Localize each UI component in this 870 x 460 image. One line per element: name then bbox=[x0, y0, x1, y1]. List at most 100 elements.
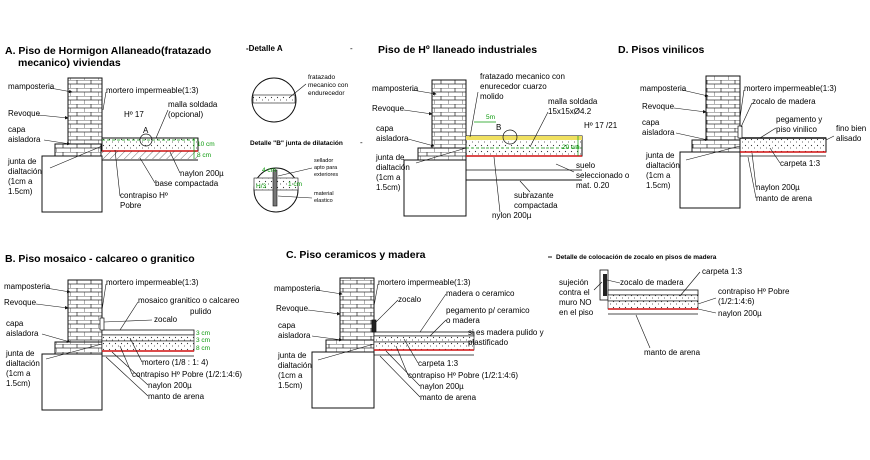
panel-a-title-line2: mecanico) viviendas bbox=[18, 57, 121, 69]
panel-d-label-capa2: aisladora bbox=[642, 128, 675, 137]
panel-c-wall bbox=[339, 277, 375, 341]
panel-industrial-label-suelo3: mat. 0.20 bbox=[576, 181, 610, 190]
panel-a-label-junta4: 1.5cm) bbox=[8, 187, 33, 196]
panel-c-label-junta1: junta de bbox=[277, 351, 307, 360]
detalle-b-label3: exteriores bbox=[314, 172, 338, 178]
panel-b-footing bbox=[41, 353, 103, 411]
panel-industrial-label-sub1: subrazante bbox=[514, 191, 554, 200]
panel-c-label-carpeta: carpeta 1:3 bbox=[418, 359, 459, 368]
panel-c-label-si1: si es madera pulido y bbox=[468, 328, 544, 337]
detalle-b-dim3: H/3 bbox=[256, 183, 267, 190]
panel-detalle-b: Detalle "B" junta de dilatación - 4 cm 1… bbox=[250, 138, 363, 213]
panel-zocalo-title: Detalle de colocación de zocalo en pisos… bbox=[556, 254, 717, 261]
panel-industrial-title: Piso de Hº llaneado industriales bbox=[378, 44, 537, 56]
panel-zocalo-label-contrapiso1: contrapiso Hº Pobre bbox=[718, 287, 790, 296]
panel-industrial-label-suelo1: suelo bbox=[576, 161, 596, 170]
panel-zocalo-carpeta bbox=[607, 294, 699, 302]
panel-zocalo-skirting bbox=[603, 274, 607, 296]
panel-zocalo-detail: Detalle de colocación de zocalo en pisos… bbox=[548, 254, 790, 357]
panel-b-label-junta4: 1.5cm) bbox=[6, 379, 31, 388]
panel-d-label-pega2: piso vinilico bbox=[776, 125, 817, 134]
panel-zocalo-label-naylon: naylon 200µ bbox=[718, 309, 762, 318]
panel-zocalo-label-suj2: contra el bbox=[559, 288, 590, 297]
detalle-a-label2: mecanico con bbox=[308, 82, 348, 89]
panel-industrial-label-capa2: aisladora bbox=[376, 134, 409, 143]
panel-zocalo-label-arena: manto de arena bbox=[644, 348, 701, 357]
panel-b-label-junta1: junta de bbox=[5, 349, 35, 358]
panel-d-label-mortero: mortero impermeable(1:3) bbox=[744, 84, 837, 93]
panel-d-label-junta1: junta de bbox=[645, 151, 675, 160]
panel-c-contrapiso bbox=[373, 341, 475, 351]
panel-c-label-capa2: aisladora bbox=[278, 331, 311, 340]
panel-c-title: C. Piso ceramicos y madera bbox=[286, 249, 426, 261]
detalle-b-dim2: 1 cm bbox=[288, 181, 302, 188]
panel-d-slab bbox=[739, 137, 827, 153]
panel-c-label-junta3: (1cm a bbox=[278, 371, 303, 380]
panel-industrial-footing-upper bbox=[417, 147, 467, 161]
panel-industrial-label-h17: Hº 17 /21 bbox=[584, 121, 618, 130]
panel-zocalo-label-suj1: sujeción bbox=[559, 278, 588, 287]
panel-d-label-revoque: Revoque bbox=[642, 102, 675, 111]
panel-a-label-mamposteria: mamposteria bbox=[8, 82, 55, 91]
panel-c-label-mortero: mortero impermeable(1:3) bbox=[378, 278, 471, 287]
panel-industrial-label-junta1: junta de bbox=[375, 153, 405, 162]
panel-a-title-line1: A. Piso de Hormigon Allaneado(fratazado bbox=[5, 45, 211, 57]
panel-b-skirting bbox=[99, 317, 105, 331]
panel-d-title: D. Pisos vinilicos bbox=[618, 44, 705, 56]
panel-a-wall bbox=[67, 77, 103, 145]
panel-d-footing bbox=[679, 151, 741, 209]
panel-b-tiles bbox=[101, 329, 195, 336]
panel-a-detail-marker bbox=[139, 133, 153, 147]
panel-industrial-label-capa1: capa bbox=[376, 124, 394, 133]
panel-a-label-contrapiso2: Pobre bbox=[120, 201, 142, 210]
panel-a-label-capa1: capa bbox=[8, 125, 26, 134]
panel-industrial-hardener bbox=[466, 136, 582, 140]
panel-b-label-zocalo: zocalo bbox=[154, 315, 178, 324]
panel-c-label-naylon: naylon 200µ bbox=[420, 382, 464, 391]
panel-industrial-label-malla2: 15x15xØ4.2 bbox=[548, 107, 592, 116]
panel-industrial-label-fratazado2: enurecedor cuarzo bbox=[480, 82, 547, 91]
panel-b-label-naylon: naylon 200µ bbox=[148, 381, 192, 390]
panel-d-label-fino2: alisado bbox=[836, 134, 862, 143]
panel-b-dim1: 3 cm bbox=[196, 330, 210, 337]
panel-d-label-capa1: capa bbox=[642, 118, 660, 127]
panel-c-label-contrapiso: contrapiso Hº Pobre (1/2:1:4:6) bbox=[408, 371, 518, 380]
panel-industrial-label-revoque: Revoque bbox=[372, 104, 405, 113]
panel-d-label-fino1: fino bien bbox=[836, 124, 866, 133]
panel-b-label-junta3: (1cm a bbox=[6, 369, 31, 378]
panel-a-label-malla1: malla soldada bbox=[168, 100, 218, 109]
detalle-a-title: -Detalle A bbox=[246, 44, 283, 53]
panel-b-label-mosaico2: pulido bbox=[190, 307, 212, 316]
panel-a-label-mortero: mortero impermeable(1:3) bbox=[106, 86, 199, 95]
panel-industrial: Piso de Hº llaneado industriales 5m 20 c… bbox=[372, 44, 630, 220]
panel-a-label-malla2: (opcional) bbox=[168, 110, 203, 119]
panel-industrial-label-fratazado1: fratazado mecanico con bbox=[480, 72, 565, 81]
panel-a-label-a: A bbox=[143, 126, 149, 135]
panel-c-skirting bbox=[371, 319, 377, 333]
detalle-b-joint bbox=[272, 169, 278, 207]
panel-industrial-label-junta3: (1cm a bbox=[376, 173, 401, 182]
panel-industrial-footing bbox=[403, 159, 467, 217]
panel-d-label-junta2: dialtación bbox=[646, 161, 680, 170]
panel-industrial-detail-b bbox=[502, 129, 518, 145]
panel-c-label-mamposteria: mamposteria bbox=[274, 284, 321, 293]
panel-industrial-wall bbox=[431, 79, 467, 149]
detalle-b-label5: elastico bbox=[314, 198, 333, 204]
panel-a-label-contrapiso1: contrapiso Hº bbox=[120, 191, 168, 200]
detalle-b-label1: sellador bbox=[314, 158, 333, 164]
panel-zocalo-label-carpeta: carpeta 1:3 bbox=[702, 267, 743, 276]
panel-industrial-label-malla1: malla soldada bbox=[548, 97, 598, 106]
panel-industrial-label-fratazado3: molido bbox=[480, 92, 504, 101]
panel-d-label-carpeta: carpeta 1:3 bbox=[780, 159, 821, 168]
panel-d-label-mamposteria: mamposteria bbox=[640, 84, 687, 93]
panel-b-label-contrapiso: contrapiso Hº Pobre (1/2:1:4:6) bbox=[132, 370, 242, 379]
panel-b-mosaico: B. Piso mosaico - calcareo o granitico 3… bbox=[4, 253, 242, 411]
panel-b-dim2: 3 cm bbox=[196, 337, 210, 344]
panel-b-label-revoque: Revoque bbox=[4, 298, 37, 307]
panel-a-label-base: base compactada bbox=[155, 179, 219, 188]
panel-b-title: B. Piso mosaico - calcareo o granitico bbox=[5, 253, 195, 265]
panel-b-label-junta2: dialtación bbox=[6, 359, 40, 368]
panel-b-wall bbox=[67, 279, 103, 343]
panel-c-label-si2: plastificado bbox=[468, 338, 509, 347]
panel-a-dim-2: 8 cm bbox=[197, 152, 211, 159]
